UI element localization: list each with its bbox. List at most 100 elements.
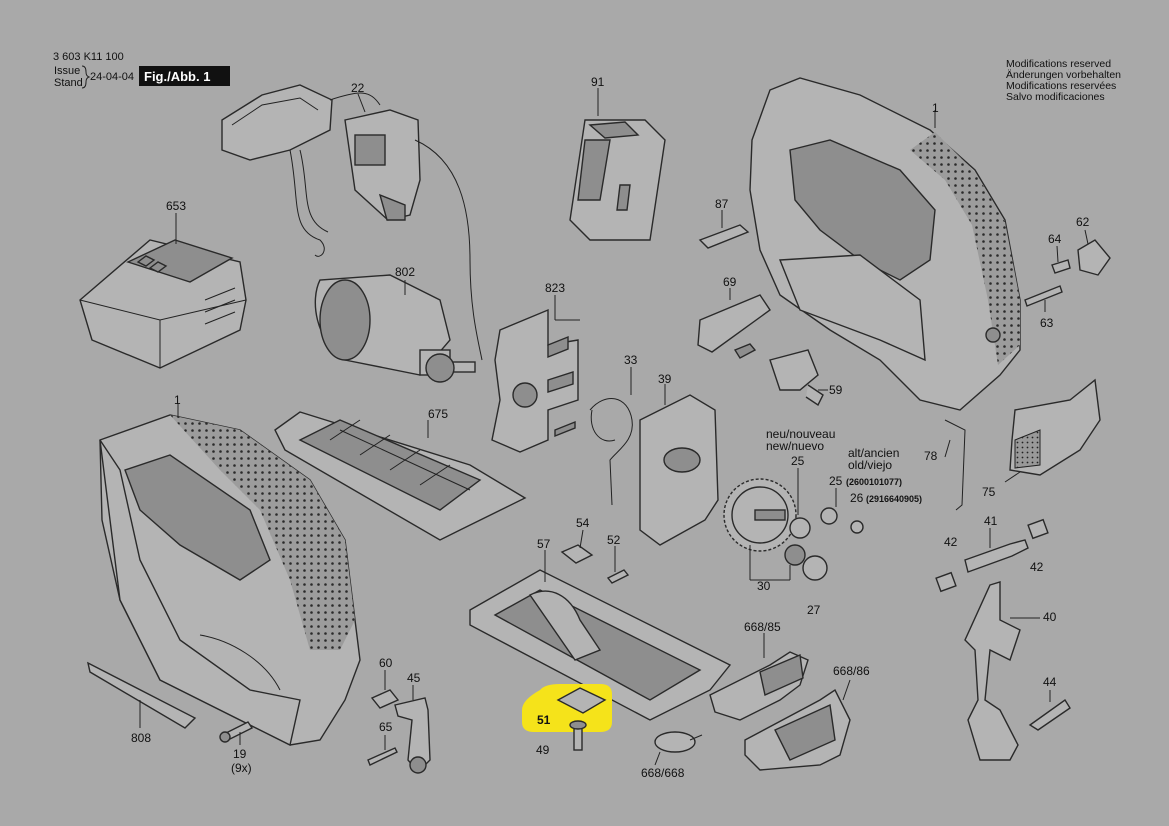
label-823: 823 (545, 281, 565, 295)
label-19: 19 (233, 747, 247, 761)
figure-label: Fig./Abb. 1 (144, 69, 210, 84)
part-52-pin (606, 546, 630, 584)
highlight-box (522, 684, 612, 732)
label-59: 59 (829, 383, 843, 397)
label-668-85: 668/85 (744, 620, 781, 634)
modifications-notice: Modifications reserved Änderungen vorbeh… (1006, 58, 1121, 103)
doc-number: 3 603 K11 100 (53, 51, 124, 63)
part-823-plate (491, 295, 580, 453)
label-44: 44 (1043, 675, 1057, 689)
label-808: 808 (131, 731, 151, 745)
label-1-left: 1 (174, 393, 181, 407)
part-22-switch-wiring (221, 84, 483, 361)
label-26-old-code: (2916640905) (866, 494, 922, 504)
part-59-guide (769, 349, 828, 407)
part-808-strip (86, 661, 197, 729)
label-54: 54 (576, 516, 590, 530)
brace (81, 65, 91, 89)
label-65: 65 (379, 720, 393, 734)
label-49: 49 (536, 743, 550, 757)
label-22: 22 (351, 81, 365, 95)
label-69: 69 (723, 275, 737, 289)
label-27: 27 (807, 603, 821, 617)
figure-label-box (139, 66, 230, 86)
notice-en: Modifications reserved (1006, 58, 1111, 70)
label-25-old-code: (2600101077) (846, 477, 902, 487)
issue-date: 24-04-04 (90, 71, 134, 83)
label-42-left: 42 (944, 535, 958, 549)
part-39-seal (639, 384, 719, 546)
label-78: 78 (924, 449, 938, 463)
part-668-85-guide (709, 633, 809, 721)
label-75: 75 (982, 485, 996, 499)
label-51: 51 (537, 713, 551, 727)
part-87-button (698, 210, 750, 249)
part-668-668-knob (654, 731, 703, 766)
label-33: 33 (624, 353, 638, 367)
label-39: 39 (658, 372, 672, 386)
part-labels: 22 91 1 653 87 62 64 802 69 823 63 33 39… (131, 75, 1090, 780)
label-25-new: 25 (791, 454, 805, 468)
part-62-cap (1077, 229, 1111, 276)
part-1-housing-right (749, 77, 1021, 411)
part-675-insert (274, 411, 527, 541)
label-60: 60 (379, 656, 393, 670)
part-42-nut-left (935, 571, 957, 593)
part-64-pin (1051, 245, 1071, 274)
label-new-1: neu/nouveau (766, 427, 835, 441)
part-51-highlight (522, 684, 612, 732)
label-57: 57 (537, 537, 551, 551)
header: 3 603 K11 100 Issue Stand 24-04-04 Fig./… (53, 51, 230, 89)
label-1-right: 1 (932, 101, 939, 115)
part-57-baseplate (469, 550, 732, 721)
part-668-86-shoe (744, 679, 851, 771)
part-41-shaft (964, 528, 1029, 573)
label-45: 45 (407, 671, 421, 685)
part-75-cover (1004, 378, 1101, 483)
issue-label: Issue (54, 65, 80, 77)
label-25-old: 25 (829, 474, 843, 488)
part-60-pad (370, 670, 400, 709)
part-33-spring (589, 367, 633, 506)
notice-fr: Modifications reservées (1006, 80, 1116, 92)
part-25-gear (723, 468, 864, 581)
label-668-86: 668/86 (833, 664, 870, 678)
part-78-spring (944, 419, 966, 511)
label-63: 63 (1040, 316, 1054, 330)
label-52: 52 (607, 533, 621, 547)
part-91-battery (569, 88, 666, 241)
stand-label: Stand (54, 77, 83, 89)
part-65-pin (367, 735, 398, 766)
label-64: 64 (1048, 232, 1062, 246)
label-41: 41 (984, 514, 998, 528)
part-1-housing-left (99, 404, 361, 747)
part-44-clip (1028, 690, 1071, 731)
label-653: 653 (166, 199, 186, 213)
part-40-lever (964, 581, 1040, 761)
label-42-right: 42 (1030, 560, 1044, 574)
label-19-qty: (9x) (231, 761, 252, 775)
label-30: 30 (757, 579, 771, 593)
part-45-roller-arm (394, 685, 431, 774)
part-19-screw (219, 721, 254, 745)
notice-de: Änderungen vorbehalten (1006, 69, 1121, 81)
label-40: 40 (1043, 610, 1057, 624)
part-49-screw (569, 720, 587, 751)
notice-es: Salvo modificaciones (1006, 91, 1105, 103)
label-87: 87 (715, 197, 729, 211)
label-old-1: alt/ancien (848, 446, 899, 460)
part-63-rod (1024, 285, 1063, 312)
label-62: 62 (1076, 215, 1090, 229)
part-42-nut-right (1027, 518, 1049, 540)
label-26: 26 (850, 491, 864, 505)
part-54-block (560, 529, 594, 564)
label-802: 802 (395, 265, 415, 279)
label-675: 675 (428, 407, 448, 421)
label-91: 91 (591, 75, 605, 89)
part-69-slider (697, 288, 771, 359)
label-668-668: 668/668 (641, 766, 685, 780)
label-old-2: old/viejo (848, 458, 892, 472)
part-802-motor (314, 274, 476, 383)
